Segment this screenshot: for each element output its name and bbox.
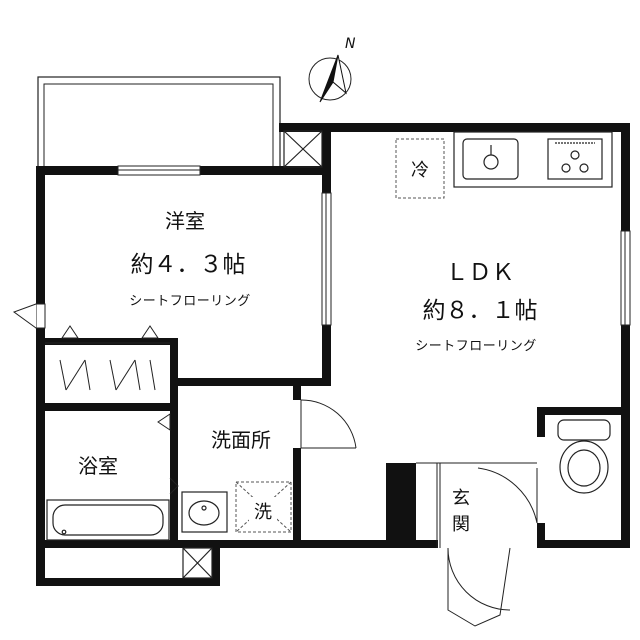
western-room-floor: シートフローリング — [129, 294, 251, 309]
bath-door-mark — [169, 477, 179, 495]
kitchen-counter — [453, 131, 613, 188]
pipe-shafts — [182, 130, 323, 579]
entrance-area — [416, 462, 537, 627]
washroom-door — [300, 399, 357, 449]
ldk-size: 約８．１帖 — [423, 298, 538, 324]
refrigerator-space — [395, 138, 445, 199]
washer-label: 洗 — [254, 502, 272, 523]
entrance-name-char1: 玄 — [452, 488, 470, 509]
compass-north-label: N — [345, 36, 356, 52]
toilet-door — [477, 467, 538, 524]
entrance-name-char2: 関 — [452, 514, 470, 535]
windows — [35, 165, 631, 329]
western-room-size: 約４．３帖 — [131, 252, 246, 278]
closet-doors — [45, 325, 170, 391]
bath-door-arrow — [157, 413, 171, 431]
refrigerator-label: 冷 — [411, 160, 429, 181]
ldk-floor: シートフローリング — [415, 339, 537, 354]
bathtub — [46, 499, 170, 541]
toilet — [557, 419, 611, 494]
washroom-name: 洗面所 — [211, 428, 271, 452]
bathroom-name: 浴室 — [78, 454, 118, 478]
side-window-arrow — [12, 303, 37, 329]
ldk-name: ＬＤＫ — [446, 260, 515, 286]
compass: N — [308, 36, 356, 103]
western-room-name: 洋室 — [165, 209, 205, 233]
wash-basin — [181, 491, 228, 533]
balcony — [37, 76, 281, 170]
walls — [36, 123, 630, 586]
washer-label-bg — [249, 497, 277, 521]
